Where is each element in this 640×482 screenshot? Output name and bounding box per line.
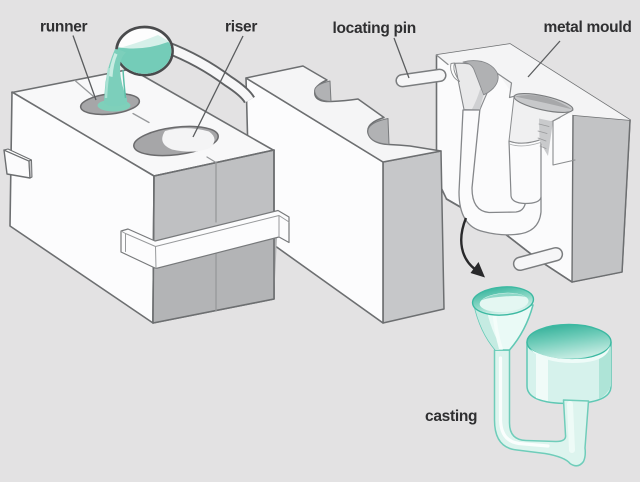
svg-text:locating pin: locating pin	[333, 20, 416, 37]
svg-text:runner: runner	[40, 19, 88, 36]
svg-text:metal mould: metal mould	[544, 19, 632, 36]
svg-text:casting: casting	[425, 408, 477, 425]
svg-text:riser: riser	[225, 19, 257, 36]
